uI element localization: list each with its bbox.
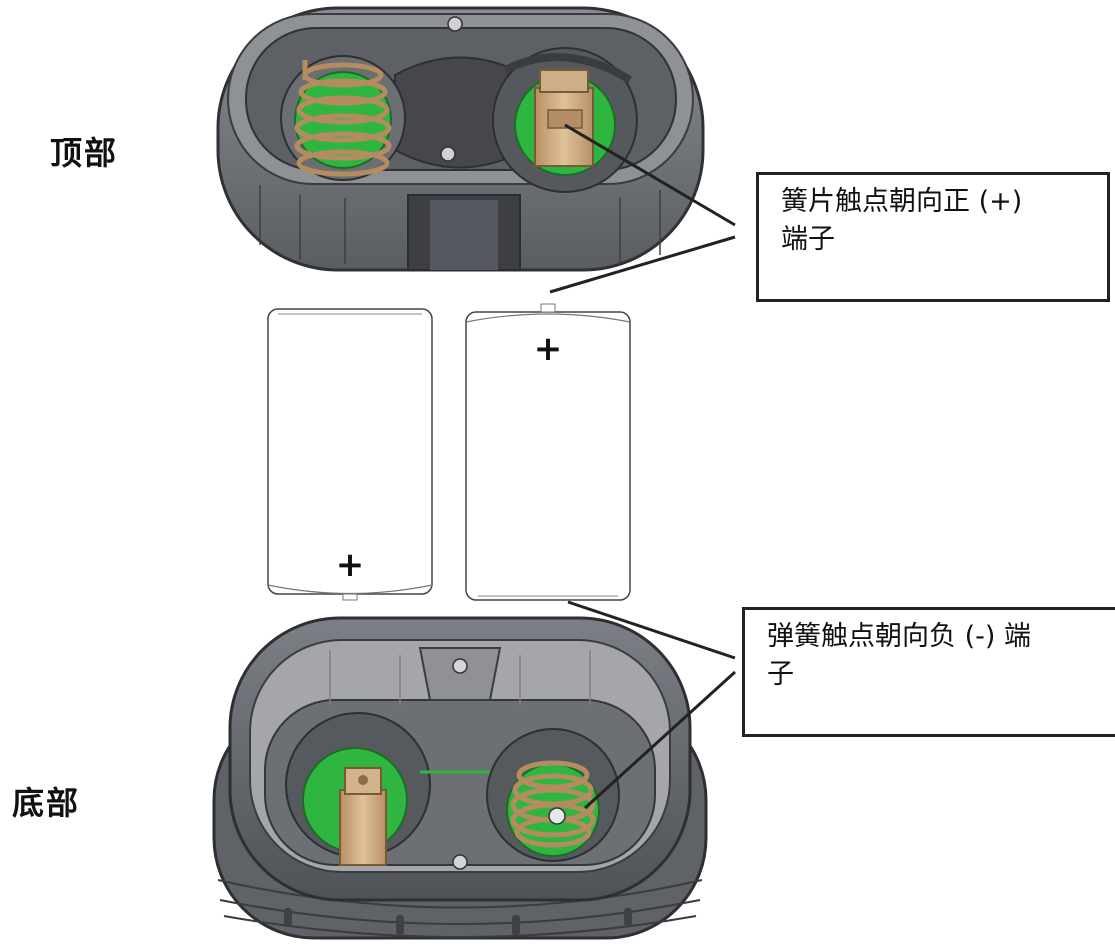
battery-left-plus: + (336, 545, 365, 585)
callout-positive: 簧片触点朝向正 (+) 端子 (756, 172, 1110, 302)
callout-negative-line1: 弹簧触点朝向负 (-) 端 (767, 621, 1031, 652)
callout-positive-line1: 簧片触点朝向正 (+) (781, 186, 1023, 217)
top-coil-spring (294, 60, 392, 177)
leader-top-contact (564, 123, 736, 227)
top-label: 顶部 (50, 134, 119, 172)
battery-right-plus: + (534, 329, 563, 369)
top-housing (216, 6, 705, 272)
battery-left (267, 308, 433, 601)
bottom-label: 底部 (12, 784, 81, 822)
leader-bottom-spring (583, 670, 737, 810)
bottom-leaf-contact (339, 767, 387, 866)
callout-negative-line2: 子 (767, 659, 794, 690)
leader-battery-negative (567, 600, 736, 660)
battery-right (465, 303, 631, 601)
top-leaf-contact (534, 69, 594, 167)
leader-lines (549, 123, 737, 810)
callout-negative: 弹簧触点朝向负 (-) 端 子 (742, 607, 1115, 737)
callout-positive-line2: 端子 (781, 224, 835, 255)
leader-battery-positive (549, 235, 736, 294)
bottom-housing (212, 616, 708, 940)
